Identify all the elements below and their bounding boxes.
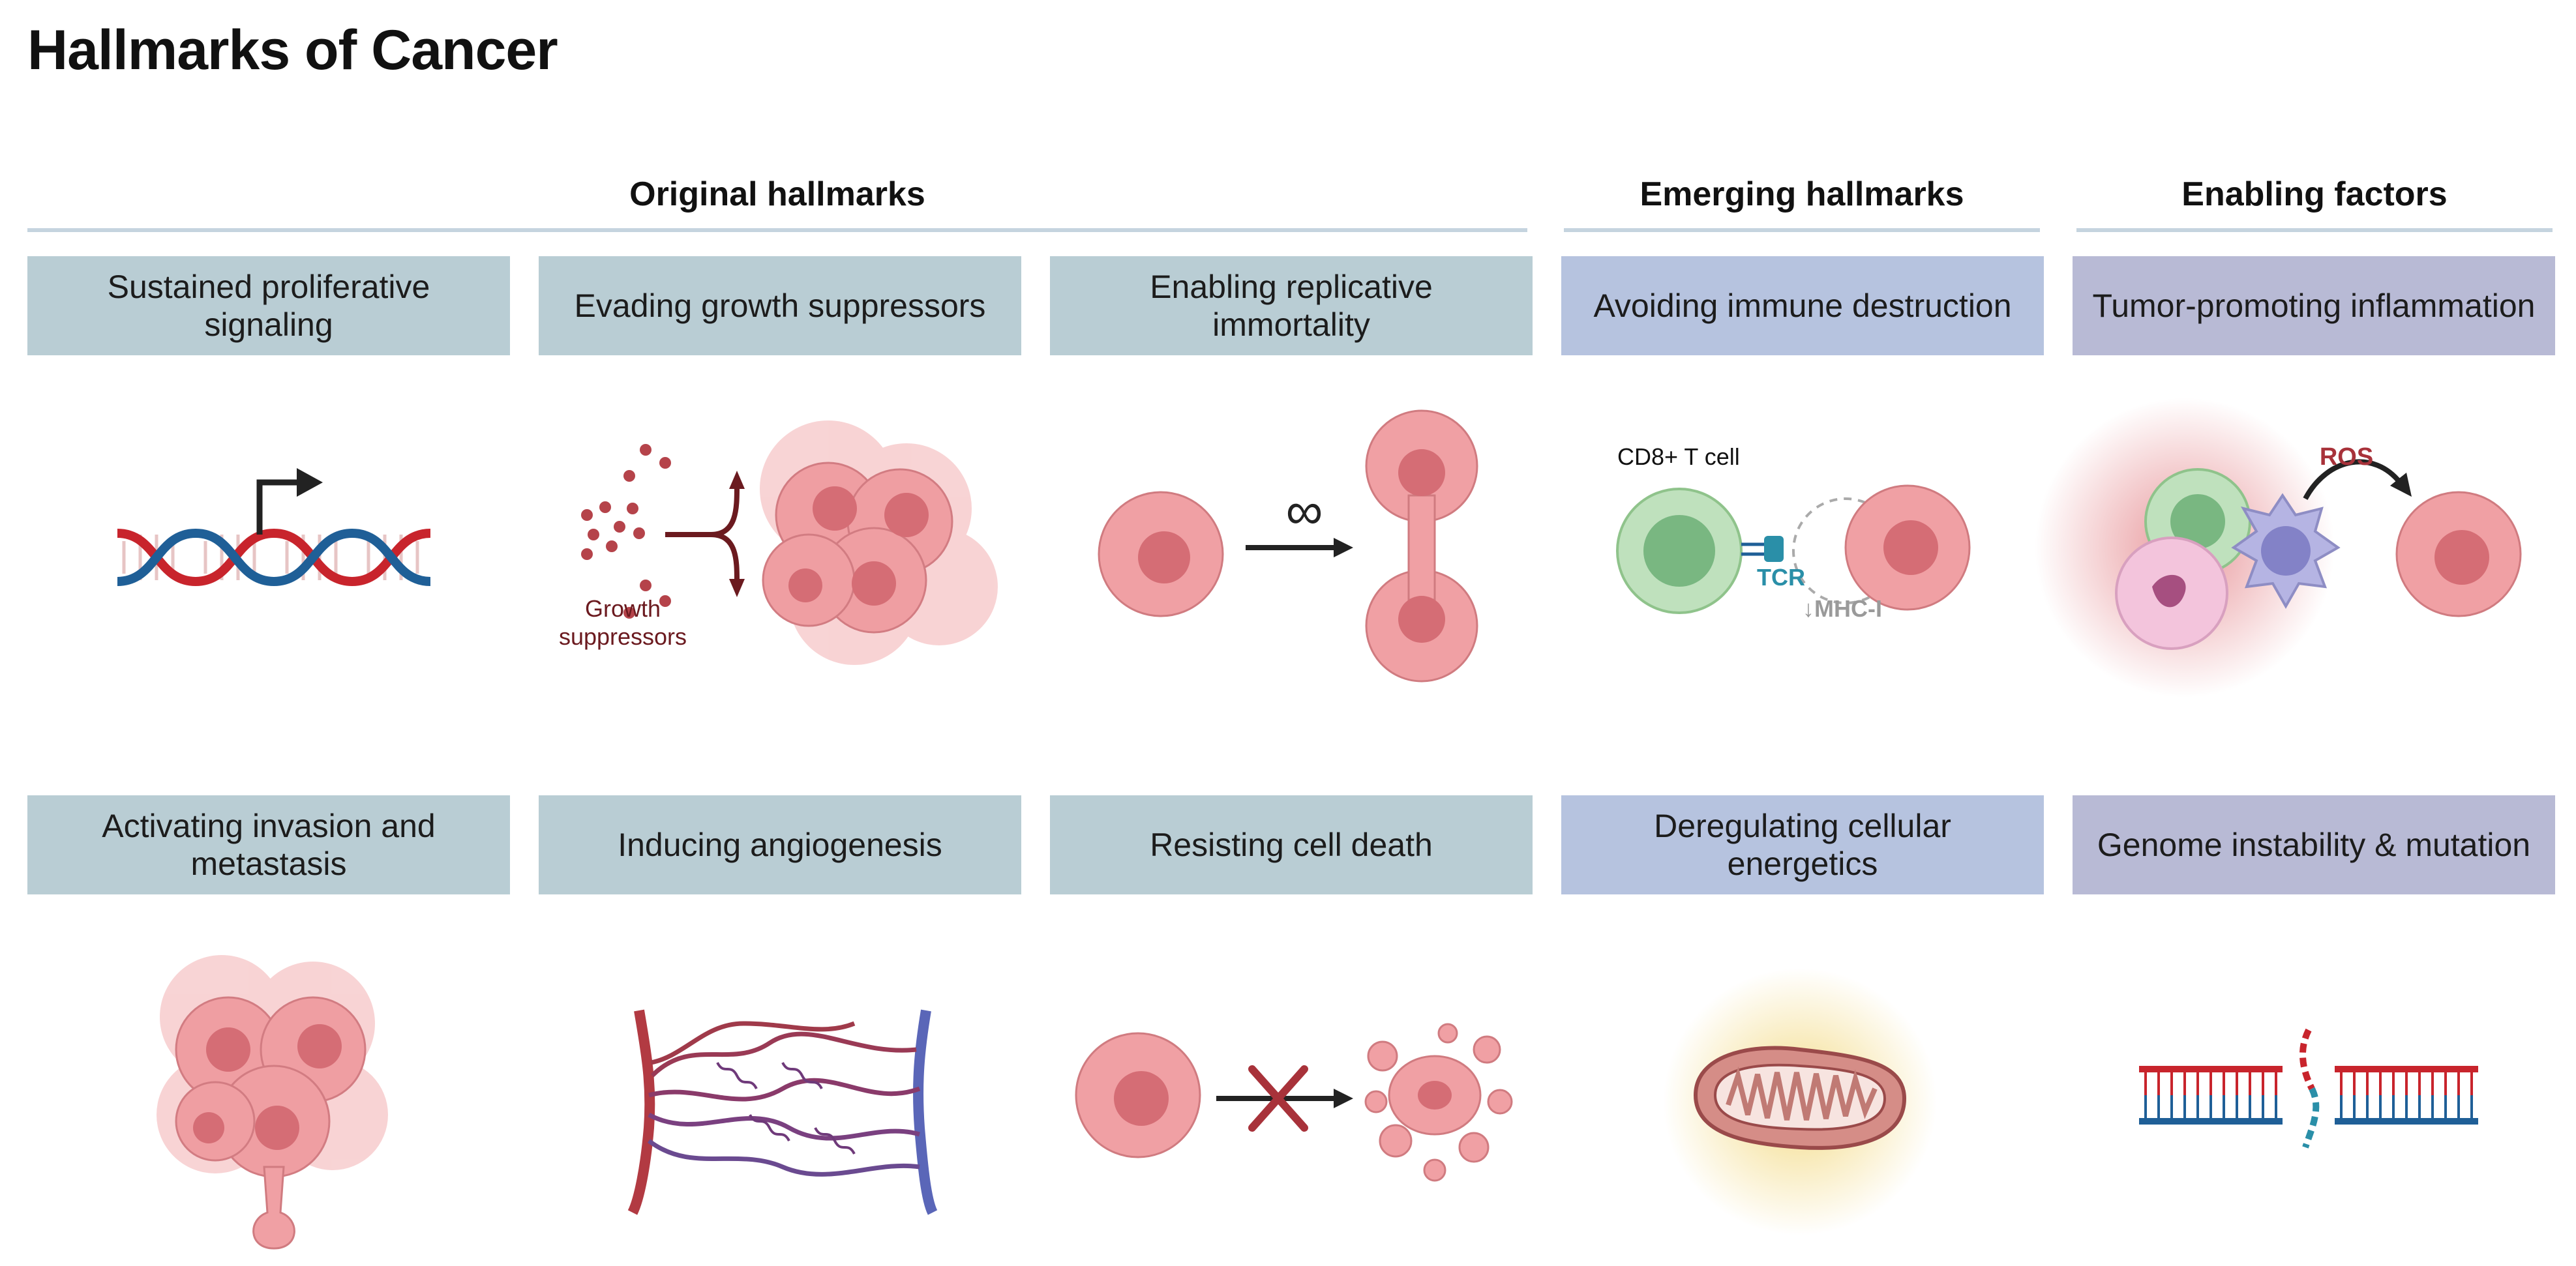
group-original-heading: Original hallmarks — [629, 175, 925, 213]
group-emerging-rule — [1564, 228, 2040, 232]
invasion-metastasis-illustration — [143, 952, 404, 1252]
card-tumor-promoting-inflammation: Tumor-promoting inflammation — [2073, 256, 2555, 355]
inflammation-illustration — [2035, 391, 2537, 698]
card-replicative-immortality: Enabling replicative immortality — [1050, 256, 1533, 355]
card-cellular-energetics: Deregulating cellular energetics — [1561, 795, 2044, 894]
group-enabling-heading: Enabling factors — [2181, 175, 2448, 213]
card-inducing-angiogenesis: Inducing angiogenesis — [539, 795, 1021, 894]
group-enabling-rule — [2076, 228, 2553, 232]
ros-label: ROS — [2319, 443, 2374, 471]
card-avoiding-immune-destruction: Avoiding immune destruction — [1561, 256, 2044, 355]
card-invasion-metastasis: Activating invasion and metastasis — [27, 795, 510, 894]
card-genome-instability: Genome instability & mutation — [2073, 795, 2555, 894]
growth-suppressors-illustration — [567, 411, 1011, 671]
mitochondrion-illustration — [1656, 965, 1943, 1239]
genome-instability-illustration — [2126, 1023, 2491, 1154]
immune-evasion-illustration — [1611, 463, 1996, 658]
infinity-label: ∞ — [1285, 482, 1323, 540]
card-resisting-cell-death: Resisting cell death — [1050, 795, 1533, 894]
growth-suppressors-label: Growth suppressors — [558, 595, 687, 650]
replicative-immortality-illustration — [1089, 409, 1506, 683]
tcr-label: TCR — [1757, 564, 1805, 591]
card-proliferative-signaling: Sustained proliferative signaling — [27, 256, 510, 355]
angiogenesis-illustration — [620, 997, 946, 1219]
card-evading-growth-suppressors: Evading growth suppressors — [539, 256, 1021, 355]
cd8-t-cell-label: CD8+ T cell — [1617, 443, 1740, 470]
page-title: Hallmarks of Cancer — [27, 19, 558, 81]
dna-transcription-illustration — [111, 463, 437, 613]
group-original-rule — [27, 228, 1527, 232]
resisting-cell-death-illustration — [1070, 1017, 1526, 1186]
group-emerging-heading: Emerging hallmarks — [1640, 175, 1964, 213]
mhc-label: ↓MHC-I — [1803, 595, 1882, 622]
